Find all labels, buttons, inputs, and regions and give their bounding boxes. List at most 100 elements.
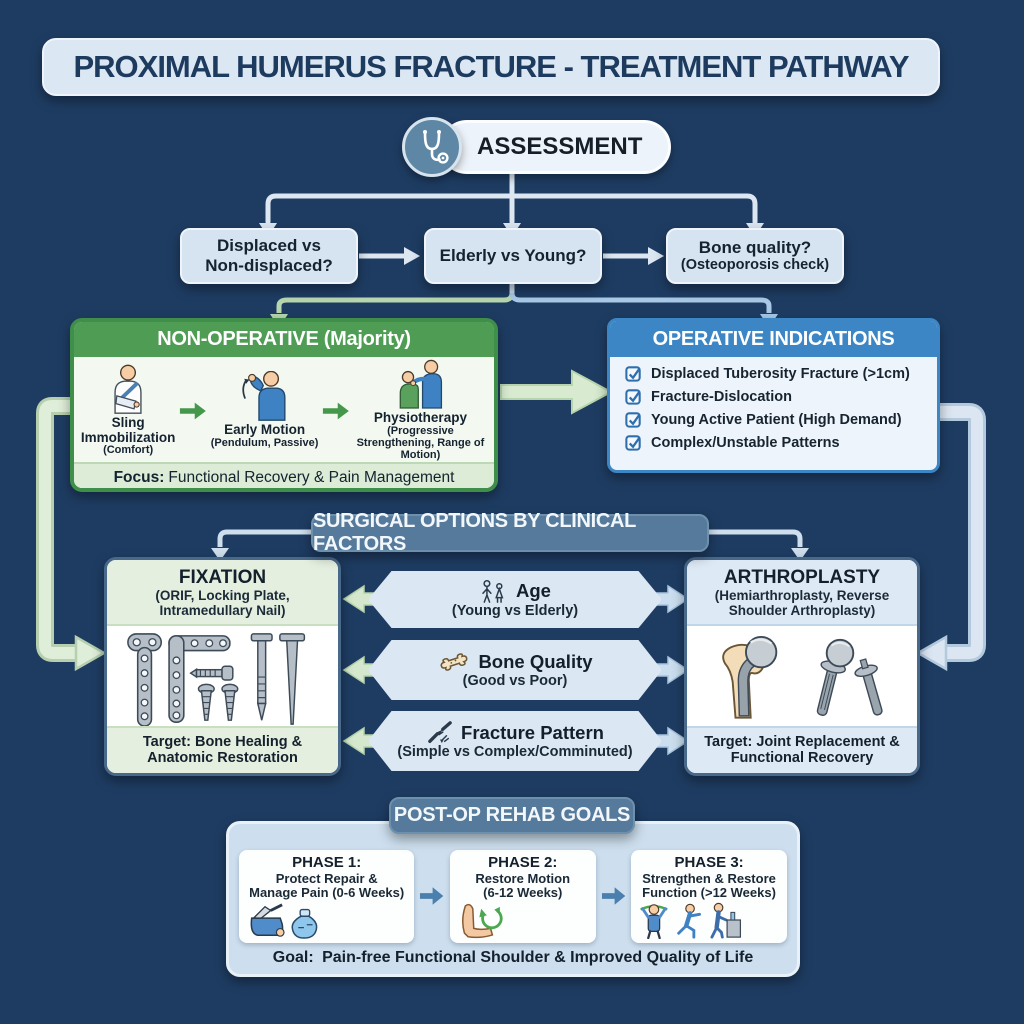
step-detail: (Pendulum, Passive) (210, 436, 319, 449)
page-title: PROXIMAL HUMERUS FRACTURE - TREATMENT PA… (42, 38, 940, 96)
operative-item: Young Active Patient (High Demand) (624, 410, 927, 429)
focus-label: Focus: (113, 469, 165, 486)
operative-indications-panel: OPERATIVE INDICATIONS Displaced Tuberosi… (607, 318, 940, 473)
fixation-panel: FIXATION (ORIF, Locking Plate, Intramedu… (104, 557, 341, 776)
step-name: Physiotherapy (373, 410, 467, 426)
sling-ice-pack-icon (250, 903, 318, 939)
factor-title: Age (516, 580, 551, 602)
phase-line: Manage Pain (0-6 Weeks) (249, 885, 405, 901)
operative-item-text: Fracture-Dislocation (651, 388, 792, 405)
factor-subtitle: (Young vs Elderly) (451, 603, 579, 620)
step-detail: (Comfort) (103, 444, 154, 457)
green-step-arrow-icon (180, 402, 207, 419)
fixation-header: FIXATION (ORIF, Locking Plate, Intramedu… (107, 560, 338, 627)
phase-line: Protect Repair & (275, 870, 378, 886)
decision-subline: (Osteoporosis check) (680, 257, 830, 274)
phase-3-card: PHASE 3: Strengthen & Restore Function (… (631, 850, 788, 943)
arthroplasty-subtitle: (Hemiarthroplasty, Reverse Shoulder Arth… (714, 588, 890, 619)
operative-title: OPERATIVE INDICATIONS (610, 321, 937, 357)
non-operative-panel: NON-OPERATIVE (Majority) Sling Immobiliz… (70, 318, 498, 492)
decision-line: Elderly vs Young? (439, 246, 587, 266)
factor-title: Bone Quality (478, 650, 593, 672)
fracture-pattern-icon (428, 721, 452, 744)
arthroplasty-header: ARTHROPLASTY (Hemiarthroplasty, Reverse … (687, 560, 917, 627)
decision-displacement: Displaced vs Non-displaced? (180, 228, 358, 284)
goal-text: Pain-free Functional Shoulder & Improved… (322, 948, 754, 966)
plates-screws-nails-icon (107, 626, 338, 734)
operative-item: Displaced Tuberosity Fracture (>1cm) (624, 364, 927, 383)
checkbox-checked-icon (625, 389, 641, 405)
checkbox-checked-icon (625, 435, 641, 451)
assessment-node: ASSESSMENT (402, 117, 672, 177)
checkbox-checked-icon (625, 366, 641, 382)
exercise-figures-icon (640, 902, 742, 939)
factor-title: Fracture Pattern (461, 721, 604, 743)
phase-line: Strengthen & Restore (642, 870, 776, 886)
factor-age: Age (Young vs Elderly) (368, 571, 662, 628)
phase-line: Function (>12 Weeks) (642, 885, 776, 901)
operative-item: Complex/Unstable Patterns (624, 433, 927, 452)
factor-subtitle: (Good vs Poor) (462, 673, 568, 690)
operative-list: Displaced Tuberosity Fracture (>1cm) Fra… (610, 357, 937, 456)
assessment-label: ASSESSMENT (440, 120, 672, 174)
step-physiotherapy: Physiotherapy (Progressive Strengthening… (353, 359, 488, 461)
arthroplasty-panel: ARTHROPLASTY (Hemiarthroplasty, Reverse … (684, 557, 920, 776)
nonop-to-operative-arrow (500, 369, 614, 415)
phase-heading: PHASE 3: (674, 854, 744, 871)
step-detail: (Progressive Strengthening, Range of Mot… (356, 424, 485, 461)
factor-bone-quality: Bone Quality (Good vs Poor) (368, 640, 662, 700)
target-label: Target: (704, 733, 753, 750)
focus-text: Functional Recovery & Pain Management (168, 469, 455, 486)
phase-heading: PHASE 1: (292, 854, 362, 871)
decision-age: Elderly vs Young? (424, 228, 602, 284)
fixation-target: Target: Bone Healing & Anatomic Restorat… (107, 725, 338, 773)
decision-line: Non-displaced? (205, 256, 333, 275)
shoulder-implant-icon (687, 626, 917, 722)
non-operative-title: NON-OPERATIVE (Majority) (74, 322, 494, 357)
phase-line: (6-12 Weeks) (483, 885, 563, 901)
postop-rehab-header: POST-OP REHAB GOALS (389, 797, 635, 834)
step-name: Early Motion (224, 422, 306, 438)
physiotherapist-icon (390, 359, 450, 410)
age-people-icon (482, 580, 504, 603)
arthroplasty-target: Target: Joint Replacement & Functional R… (687, 725, 917, 773)
phase-line: Restore Motion (475, 870, 571, 886)
bone-icon (440, 653, 468, 671)
step-sling-immobilization: Sling Immobilization (Comfort) (80, 364, 176, 457)
phase-heading: PHASE 2: (488, 854, 558, 871)
phase-1-card: PHASE 1: Protect Repair & Manage Pain (0… (239, 850, 415, 943)
non-operative-steps: Sling Immobilization (Comfort) (74, 357, 494, 462)
phase-arrow-icon (601, 887, 626, 906)
decision-bone-quality: Bone quality? (Osteoporosis check) (666, 228, 844, 284)
target-text: Joint Replacement & Functional Recovery (730, 733, 900, 767)
phase-arrow-icon (420, 887, 444, 906)
fixation-title: FIXATION (178, 567, 267, 588)
factor-subtitle: (Simple vs Complex/Comminuted) (397, 744, 633, 761)
operative-item-text: Young Active Patient (High Demand) (651, 411, 902, 428)
rehab-phases: PHASE 1: Protect Repair & Manage Pain (0… (239, 850, 788, 943)
arm-sling-icon (102, 364, 154, 414)
decision-line: Bone quality? (698, 237, 812, 257)
surgical-options-header: SURGICAL OPTIONS BY CLINICAL FACTORS (311, 510, 709, 555)
operative-item: Fracture-Dislocation (624, 387, 927, 406)
target-text: Bone Healing & Anatomic Restoration (147, 733, 303, 767)
stethoscope-icon (402, 117, 462, 177)
non-operative-focus: Focus: Functional Recovery & Pain Manage… (74, 462, 494, 488)
rehab-goal: Goal: Pain-free Functional Shoulder & Im… (239, 949, 787, 967)
checkbox-checked-icon (625, 412, 641, 428)
assessment-branch-lines (265, 168, 758, 225)
fixation-subtitle: (ORIF, Locking Plate, Intramedullary Nai… (155, 588, 290, 619)
operative-item-text: Displaced Tuberosity Fracture (>1cm) (651, 365, 910, 382)
operative-item-text: Complex/Unstable Patterns (651, 434, 840, 451)
factor-fracture-pattern: Fracture Pattern (Simple vs Complex/Comm… (368, 711, 662, 771)
phase-2-card: PHASE 2: Restore Motion (6-12 Weeks) (449, 850, 596, 943)
goal-label: Goal: (272, 948, 314, 966)
arm-rotation-icon (461, 903, 503, 939)
arm-flex-icon (239, 371, 291, 422)
rehab-panel: PHASE 1: Protect Repair & Manage Pain (0… (226, 821, 800, 977)
decision-line: Displaced vs (217, 236, 321, 256)
step-name: Sling Immobilization (80, 414, 176, 445)
target-label: Target: (142, 733, 191, 750)
arthroplasty-title: ARTHROPLASTY (723, 567, 881, 588)
